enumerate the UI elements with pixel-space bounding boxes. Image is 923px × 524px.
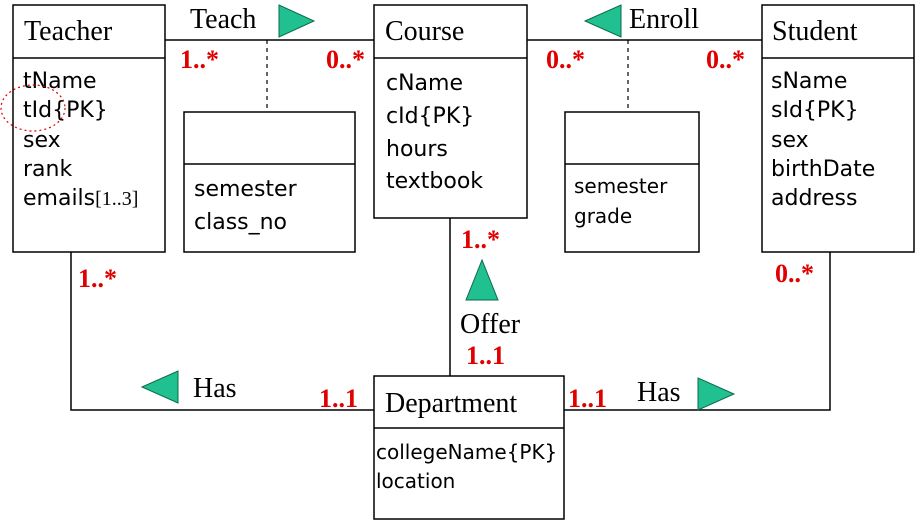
student-attr: address bbox=[771, 186, 857, 211]
triangle-arrow-icon bbox=[140, 370, 179, 404]
offer-multiplicity-department: 1..1 bbox=[466, 341, 505, 370]
triangle-arrow-icon bbox=[278, 4, 316, 38]
triangle-arrow-icon bbox=[583, 4, 622, 38]
course-entity: Course cName cId{PK} hours textbook bbox=[373, 4, 528, 219]
student-entity: Student sName sId{PK} sex birthDate addr… bbox=[761, 4, 915, 253]
student-attr: sId{PK} bbox=[771, 98, 859, 123]
enroll-multiplicity-student: 0..* bbox=[706, 45, 745, 74]
department-attr: collegeName{PK} bbox=[376, 440, 557, 464]
student-title: Student bbox=[772, 16, 858, 47]
triangle-arrow-icon bbox=[697, 377, 736, 411]
offer-multiplicity-course: 1..* bbox=[461, 225, 500, 254]
teach-class-attr: semester bbox=[194, 177, 298, 202]
course-attr: cId{PK} bbox=[386, 104, 474, 129]
enroll-class-attr: semester bbox=[574, 174, 668, 198]
teacher-emails-name: emails bbox=[23, 186, 95, 211]
triangle-arrow-icon bbox=[465, 258, 499, 301]
has-student-multiplicity-student: 0..* bbox=[775, 259, 814, 288]
department-attr: location bbox=[376, 469, 455, 493]
course-attr: cName bbox=[386, 71, 463, 96]
department-entity: Department collegeName{PK} location bbox=[373, 375, 565, 520]
teach-association-class: semester class_no bbox=[183, 111, 356, 253]
teach-label: Teach bbox=[190, 4, 256, 35]
teach-class-attr: class_no bbox=[194, 210, 287, 235]
student-attr: sName bbox=[771, 69, 847, 94]
has-student-line bbox=[564, 252, 831, 411]
student-attr: sex bbox=[771, 128, 809, 153]
teacher-attr: sex bbox=[23, 128, 61, 153]
has-teacher-multiplicity-teacher: 1..* bbox=[78, 264, 117, 293]
course-attr: textbook bbox=[386, 169, 483, 194]
has-student-label: Has bbox=[637, 377, 681, 408]
department-title: Department bbox=[385, 388, 517, 419]
enroll-label: Enroll bbox=[629, 4, 699, 35]
dotted-circle-icon bbox=[0, 84, 66, 132]
course-attr: hours bbox=[386, 137, 448, 162]
enroll-multiplicity-course: 0..* bbox=[546, 45, 585, 74]
has-teacher-multiplicity-department: 1..1 bbox=[319, 384, 358, 413]
student-attr: birthDate bbox=[771, 157, 875, 182]
teacher-attr-emails: emails[1..3] bbox=[23, 186, 138, 211]
teacher-attr: rank bbox=[23, 157, 72, 182]
course-title: Course bbox=[385, 16, 464, 47]
enroll-class-attr: grade bbox=[574, 204, 632, 228]
has-student-multiplicity-department: 1..1 bbox=[568, 384, 607, 413]
teach-multiplicity-teacher: 1..* bbox=[180, 45, 219, 74]
teacher-emails-multiplicity: [1..3] bbox=[95, 188, 138, 210]
teach-multiplicity-course: 0..* bbox=[326, 45, 365, 74]
teacher-entity: Teacher tName tId{PK} sex rank emails[1.… bbox=[0, 4, 166, 253]
enroll-association-class: semester grade bbox=[564, 111, 700, 253]
has-teacher-label: Has bbox=[193, 373, 237, 404]
teacher-title: Teacher bbox=[24, 16, 113, 47]
teacher-attr: tId{PK} bbox=[23, 98, 108, 123]
has-teacher-line bbox=[70, 252, 374, 411]
offer-label: Offer bbox=[460, 309, 521, 340]
teacher-attr: tName bbox=[23, 69, 97, 94]
